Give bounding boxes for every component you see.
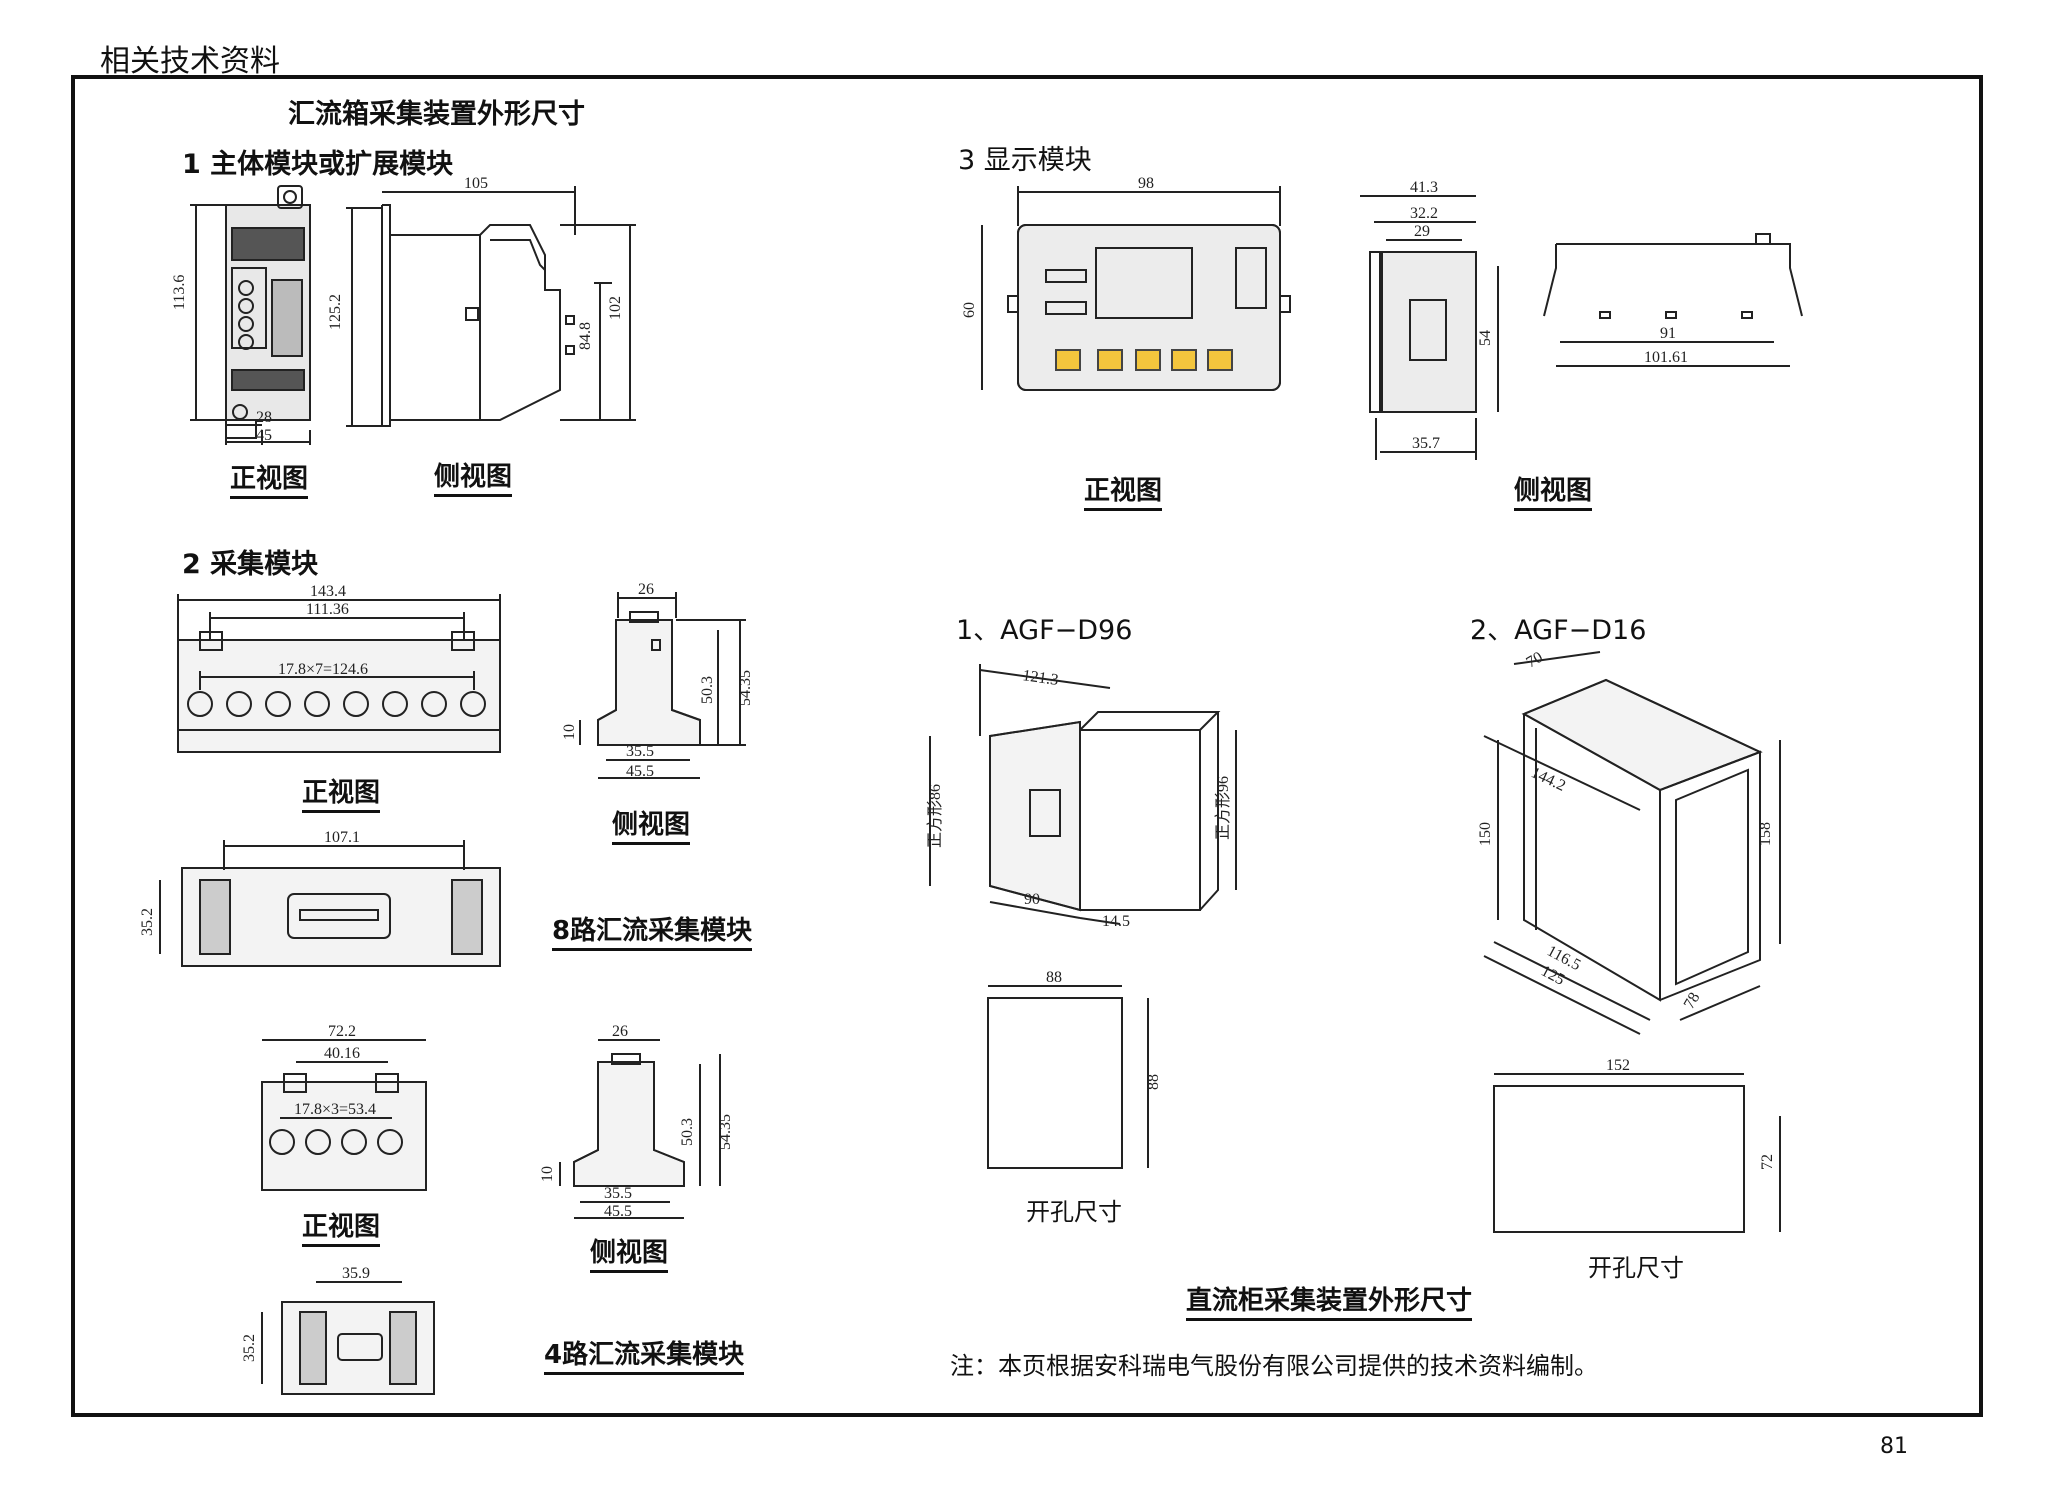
section1-heading: 1 主体模块或扩展模块 [182,149,454,180]
display-side-drawing [1360,195,1499,460]
dim-m1-28: 28 [256,409,272,426]
dim-d16-158: 158 [1757,822,1774,846]
note-text: 注：本页根据安科瑞电气股份有限公司提供的技术资料编制。 [950,1352,1598,1380]
dim-m4-side-26: 26 [612,1023,628,1040]
module1-side-drawing [346,186,636,427]
dim-m1-side-top: 105 [464,175,488,192]
display-side-view-label: 侧视图 [1514,470,1593,511]
dim-m4-pitch: 17.8×3=53.4 [294,1101,376,1118]
section3-heading: 3 显示模块 [958,145,1092,176]
dim-m4-side-503: 50.3 [679,1118,696,1146]
dim-d16-cut-w: 152 [1606,1057,1630,1074]
dim-m8-top-1071: 107.1 [324,829,360,846]
agf-d16-cutout [1493,1073,1781,1233]
dim-disp-91: 91 [1660,325,1676,342]
dim-disp-98: 98 [1138,175,1154,192]
dim-m4-side-10: 10 [539,1166,556,1182]
dim-m1-side-102: 102 [607,296,624,320]
agf-d96-label: 1、AGF−D96 [956,615,1133,646]
dim-m8-pitch: 17.8×7=124.6 [278,661,368,678]
dim-m8-top-352: 35.2 [139,908,156,936]
module8-front-drawing [177,594,501,753]
module4-side-view-label: 侧视图 [590,1232,669,1273]
dim-m4-side-5435: 54.35 [717,1114,734,1150]
module8-side-view-label: 侧视图 [612,804,691,845]
module4-top-drawing [261,1281,435,1395]
dim-m1-h: 113.6 [171,275,188,310]
combiner-section-title: 汇流箱采集装置外形尺寸 [288,99,585,130]
dim-d16-1442: 144.2 [1528,764,1568,795]
drawing-frame [71,75,1983,1417]
module4-label: 4路汇流采集模块 [544,1334,745,1375]
dim-m8-side-355: 35.5 [626,743,654,760]
agf-d96-drawing [929,664,1237,925]
dim-m4-722: 72.2 [328,1023,356,1040]
dim-d96-90: 90 [1024,891,1040,908]
dim-d96-1213: 121.3 [1021,667,1059,689]
display-front-view-label: 正视图 [1084,470,1163,511]
display-top-drawing [1543,233,1803,367]
dim-m8-side-10: 10 [561,724,578,740]
dim-d16-70: 70 [1524,649,1546,672]
dim-m8-11136: 111.36 [306,601,349,618]
module4-front-drawing [261,1039,427,1191]
dim-d96-sq86: 正方形86 [926,784,944,848]
dim-disp-29: 29 [1414,223,1430,240]
dc-cabinet-title: 直流柜采集装置外形尺寸 [1186,1280,1473,1321]
dim-m8-side-503: 50.3 [699,676,716,704]
dim-d96-cut-h: 88 [1145,1074,1162,1090]
dim-m8-1434: 143.4 [310,583,346,600]
dim-m1-45: 45 [256,427,272,444]
dim-m1-side-848: 84.8 [577,322,594,350]
page-header-title: 相关技术资料 [100,44,280,79]
dim-disp-54: 54 [1477,330,1494,346]
dim-m1-side-h: 125.2 [327,294,344,330]
module4-front-view-label: 正视图 [302,1206,381,1247]
dim-disp-413: 41.3 [1410,179,1438,196]
dim-m4-top-359: 35.9 [342,1265,370,1282]
agf-d96-cutout-label: 开孔尺寸 [1026,1198,1122,1226]
agf-d16-label: 2、AGF−D16 [1470,615,1647,646]
dim-m4-4016: 40.16 [324,1045,360,1062]
module8-front-view-label: 正视图 [302,772,381,813]
module8-top-drawing [159,840,501,967]
dim-d96-sq96: 正方形96 [1214,776,1232,840]
dim-disp-357: 35.7 [1412,435,1440,452]
module1-side-view-label: 侧视图 [434,456,513,497]
dim-m4-side-455: 45.5 [604,1203,632,1220]
page-number: 81 [1880,1434,1908,1459]
dim-d96-145: 14.5 [1102,913,1130,930]
agf-d96-cutout [987,985,1149,1169]
module8-side-drawing [579,592,746,779]
dim-m8-side-455: 45.5 [626,763,654,780]
section2-heading: 2 采集模块 [182,549,319,580]
display-front-drawing [981,186,1291,391]
dim-m8-side-5435: 54.35 [737,670,754,706]
dim-m4-side-355: 35.5 [604,1185,632,1202]
module1-front-drawing [190,185,311,445]
agf-d16-drawing [1483,651,1781,1035]
dim-disp-322: 32.2 [1410,205,1438,222]
module4-side-drawing [559,1039,721,1219]
dim-d16-cut-h: 72 [1759,1154,1776,1170]
dim-m4-top-352: 35.2 [241,1334,258,1362]
module1-front-view-label: 正视图 [230,458,309,499]
dim-disp-60: 60 [961,302,978,318]
dim-m8-side-26: 26 [638,581,654,598]
dim-d16-150: 150 [1477,822,1494,846]
dim-d96-cut-w: 88 [1046,969,1062,986]
agf-d16-cutout-label: 开孔尺寸 [1588,1254,1684,1282]
dim-d16-78: 78 [1681,990,1704,1012]
module8-label: 8路汇流采集模块 [552,910,753,951]
dim-disp-10161: 101.61 [1644,349,1688,366]
